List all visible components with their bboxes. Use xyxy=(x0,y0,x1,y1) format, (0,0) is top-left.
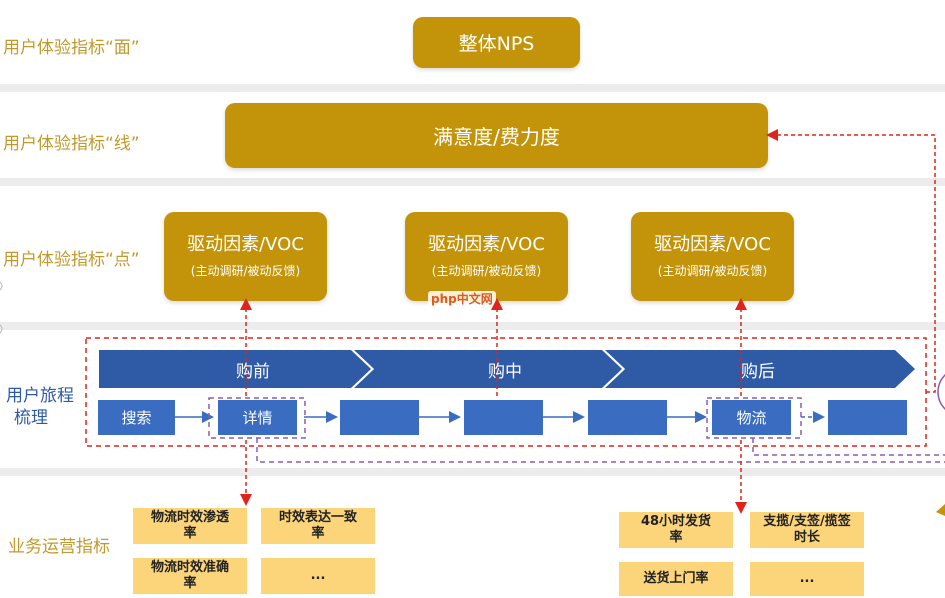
metric-label: 48小时发货率 xyxy=(640,514,712,545)
purple-connector xyxy=(752,438,945,456)
nps-label: 整体NPS xyxy=(458,33,535,55)
edge-circle xyxy=(937,374,945,410)
purple-connector xyxy=(256,438,945,463)
step-label: 物流 xyxy=(736,409,767,427)
step-search: 搜索 xyxy=(98,400,175,435)
metric-box: 物流时效渗透率 xyxy=(133,508,247,544)
metric-box: 支揽/支签/揽签时长 xyxy=(750,512,864,548)
edge-mark xyxy=(936,504,945,516)
driver-title: 驱动因素/VOC xyxy=(187,233,304,255)
satisfaction-label: 满意度/费力度 xyxy=(433,125,560,149)
phase-label-post: 购后 xyxy=(741,362,775,382)
metric-label: 物流时效渗透率 xyxy=(150,510,229,541)
row-label-journey-2: 梳理 xyxy=(14,408,48,428)
metric-label: 物流时效准确率 xyxy=(150,560,229,591)
step-4 xyxy=(464,400,543,435)
driver-box-2: 驱动因素/VOC (主动调研/被动反馈) xyxy=(405,212,568,301)
row-label-surface: 用户体验指标“面” xyxy=(3,38,140,58)
step-detail: 详情 xyxy=(218,400,297,435)
edge-mark xyxy=(0,281,3,291)
band-separator xyxy=(0,178,945,186)
phase-divider xyxy=(352,349,375,389)
driver-box-1: 驱动因素/VOC (主动调研/被动反馈) xyxy=(164,212,327,301)
step-logistics: 物流 xyxy=(712,400,791,435)
band-separator xyxy=(0,84,945,92)
row-label-line: 用户体验指标“线” xyxy=(3,134,140,154)
driver-box-3: 驱动因素/VOC (主动调研/被动反馈) xyxy=(631,212,794,301)
driver-subtitle: (主动调研/被动反馈) xyxy=(657,263,768,278)
band-separator xyxy=(0,468,945,476)
metric-box: 送货上门率 xyxy=(619,562,733,596)
row-label-ops: 业务运营指标 xyxy=(8,537,110,557)
metric-label: ... xyxy=(799,571,815,586)
step-label: 详情 xyxy=(242,409,273,427)
metric-label: 送货上门率 xyxy=(643,571,709,586)
metric-label: 支揽/支签/揽签时长 xyxy=(763,514,851,545)
step-3 xyxy=(340,400,419,435)
row-label-journey-1: 用户旅程 xyxy=(6,386,74,406)
phase-band-pre xyxy=(99,350,371,388)
step-5 xyxy=(588,400,667,435)
phase-divider xyxy=(603,349,626,389)
watermark-logo: php中文网 xyxy=(428,288,514,308)
metric-box: 48小时发货率 xyxy=(619,512,733,548)
driver-title: 驱动因素/VOC xyxy=(428,233,545,255)
driver-subtitle: (主动调研/被动反馈) xyxy=(431,263,542,278)
focus-frame-logistics xyxy=(706,397,802,439)
metric-box: 时效表达一致率 xyxy=(261,508,375,544)
driver-title: 驱动因素/VOC xyxy=(654,233,771,255)
phase-label-mid: 购中 xyxy=(488,362,522,382)
edge-mark xyxy=(0,324,3,334)
step-7 xyxy=(828,400,907,435)
metric-label: ... xyxy=(310,568,326,583)
band-separator xyxy=(0,322,945,330)
phase-band-post xyxy=(604,350,915,388)
watermark-logo-text: php中文网 xyxy=(428,291,496,307)
metric-box: ... xyxy=(750,562,864,596)
metric-box: 物流时效准确率 xyxy=(133,558,247,594)
phase-band-mid xyxy=(353,350,622,388)
satisfaction-box: 满意度/费力度 xyxy=(225,103,768,168)
step-label: 搜索 xyxy=(121,409,152,427)
phase-label-pre: 购前 xyxy=(236,362,270,382)
metric-label: 时效表达一致率 xyxy=(278,510,357,541)
row-label-point: 用户体验指标“点” xyxy=(3,250,140,270)
nps-box: 整体NPS xyxy=(413,17,580,68)
driver-subtitle: (主动调研/被动反馈) xyxy=(190,263,301,278)
metric-box: ... xyxy=(261,558,375,594)
